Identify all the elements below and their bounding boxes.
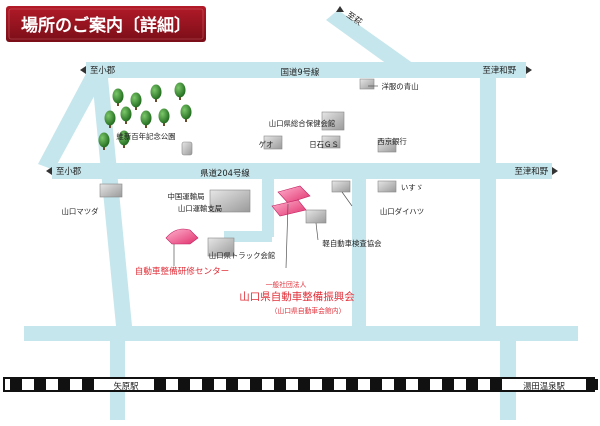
rail-tie: [346, 379, 358, 390]
label-ishin-park: 維新百年記念公園: [116, 132, 175, 141]
rail-tie: [226, 379, 238, 390]
rail-tie: [250, 379, 262, 390]
rail-tie: [394, 379, 406, 390]
arrow-right-mid: [552, 167, 558, 175]
tree-icon: [140, 110, 152, 128]
tree-icon: [98, 132, 110, 150]
tree-icon: [118, 130, 130, 148]
rail-tie: [370, 379, 382, 390]
label-to-tsuwano-top: 至津和野: [483, 65, 517, 75]
rail-tie: [274, 379, 286, 390]
label-mazda: 山口マツダ: [62, 207, 100, 216]
rail-tie: [58, 379, 70, 390]
rail-tie: [418, 379, 430, 390]
tree-icon: [104, 110, 116, 128]
road-kokudo9: [86, 62, 526, 78]
rail-ties: [10, 379, 598, 390]
tree-icon: [130, 92, 142, 110]
label-shinkokai-note: （山口県自動車会館内）: [271, 306, 346, 315]
building-geo: [263, 135, 283, 150]
rail-tie: [298, 379, 310, 390]
label-kei-kensa: 軽自動車検査協会: [322, 239, 382, 248]
building-seibi-center: [165, 228, 199, 245]
building-unyu: [209, 189, 251, 213]
page-title: 場所のご案内〔詳細〕: [21, 15, 191, 36]
tree-icon: [150, 84, 162, 102]
rail-tie: [490, 379, 502, 390]
park-trees: [98, 82, 192, 150]
building-saikyo-bank: [377, 139, 397, 153]
leader-daihatsu: [341, 191, 353, 207]
rail-tie: [586, 379, 598, 390]
rail-tie: [202, 379, 214, 390]
station-yabara: 矢原駅: [103, 380, 149, 391]
building-shinkokai: [271, 185, 311, 217]
station-yudaonsen: 湯田温泉駅: [516, 380, 572, 391]
label-geo: ゲオ: [259, 140, 274, 149]
rail-tie: [322, 379, 334, 390]
building-aoyama: [359, 78, 375, 90]
tree-icon: [158, 108, 170, 126]
label-shinkokai-prefix: 一般社団法人: [266, 280, 307, 289]
road-center-stub-h: [224, 231, 272, 242]
label-daihatsu: 山口ダイハツ: [380, 207, 424, 216]
building-truck: [207, 237, 235, 257]
label-kendo204: 県道204号線: [200, 168, 250, 178]
road-kendo204: [52, 163, 552, 179]
label-saikyo: 西京銀行: [377, 137, 407, 146]
building-daihatsu: [331, 180, 351, 193]
rail-tie: [82, 379, 94, 390]
label-to-ogori-mid: 至小郡: [56, 166, 82, 176]
label-yudaonsen: 湯田温泉駅: [523, 381, 565, 391]
tree-icon: [112, 88, 124, 106]
arrow-hagi: [336, 6, 344, 12]
buildings: [99, 78, 397, 257]
label-kokudo9: 国道9号線: [281, 67, 320, 77]
label-seibi-center: 自動車整備研修センター: [135, 265, 230, 277]
leader-kei: [315, 222, 319, 241]
label-shinkokai-name: 山口県自動車整備振興会: [239, 290, 355, 303]
leader-shinkokai: [285, 203, 289, 269]
leader-lines: [173, 85, 378, 269]
label-hoken: 山口県総合保健会館: [269, 119, 336, 128]
road-left-diagonal: [38, 70, 104, 170]
arrow-left-top: [80, 66, 86, 74]
rail-tie: [10, 379, 22, 390]
railway: [3, 377, 598, 392]
rail-tie: [178, 379, 190, 390]
arrow-left-mid: [46, 167, 52, 175]
tree-icon: [120, 106, 132, 124]
arrow-right-top: [526, 66, 532, 74]
building-kei-kensa: [305, 209, 327, 224]
road-bottom: [24, 326, 578, 341]
label-truck: 山口県トラック会館: [209, 251, 276, 260]
building-nisseki-gs: [321, 135, 341, 149]
title-banner: 場所のご案内〔詳細〕: [6, 6, 206, 42]
road-mid-vertical: [352, 179, 366, 334]
label-unyu-2: 山口運輸支局: [178, 204, 222, 213]
building-isuzu: [377, 180, 397, 193]
tree-icon: [180, 104, 192, 122]
road-arrows: [46, 6, 558, 175]
label-isuzu: いすゞ: [401, 183, 423, 192]
rail-tie: [466, 379, 478, 390]
tree-icon: [174, 82, 186, 100]
rail-tie: [34, 379, 46, 390]
label-unyu-1: 中国運輸局: [168, 192, 205, 201]
road-center-stub: [262, 179, 274, 237]
rail-tie: [154, 379, 166, 390]
label-yabara: 矢原駅: [113, 381, 139, 391]
building-mazda: [99, 183, 123, 198]
road-hagi-diagonal: [326, 10, 414, 72]
rail-tie: [442, 379, 454, 390]
label-aoyama: 洋服の青山: [382, 82, 419, 91]
label-to-tsuwano-mid: 至津和野: [515, 166, 549, 176]
park-pavilion: [181, 141, 193, 156]
label-to-ogori-top: 至小郡: [90, 65, 116, 75]
label-nisseki: 日石ＧＳ: [309, 140, 339, 149]
road-right-vertical: [480, 62, 496, 340]
building-hoken-kaikan: [321, 111, 345, 131]
